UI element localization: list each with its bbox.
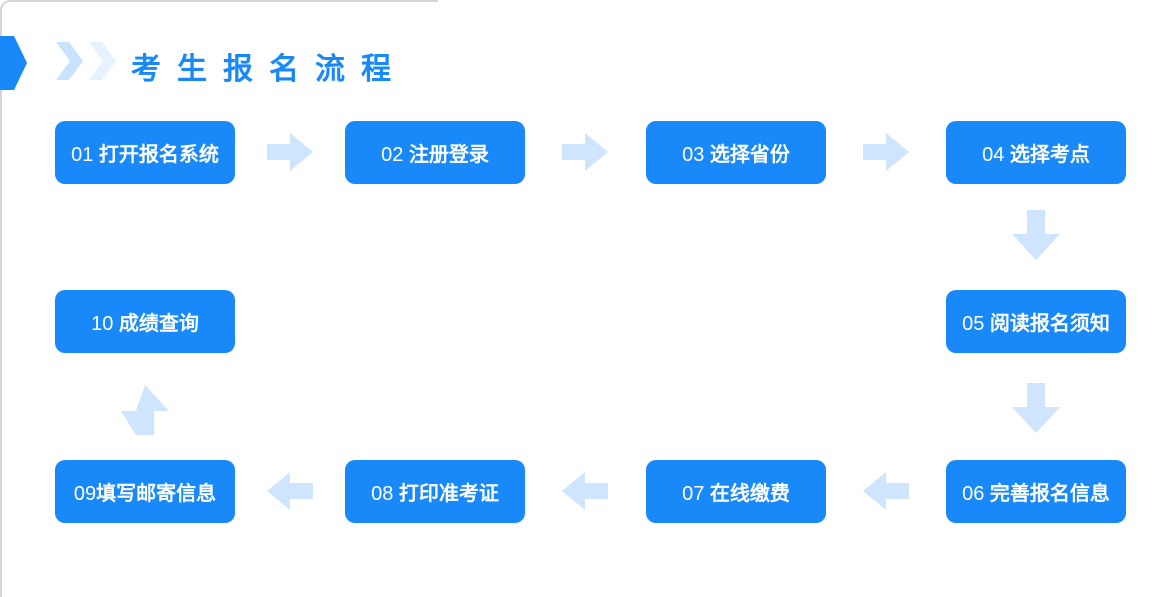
step-label: 打开报名系统: [98, 144, 219, 166]
step-text: 08 打印准考证: [371, 477, 499, 506]
step-number: 04: [982, 144, 1005, 166]
step-box-09: 09填写邮寄信息: [55, 460, 235, 523]
left-edge-arrow-icon: [0, 36, 27, 90]
arrow-right-icon: [562, 133, 608, 171]
arrow-up-icon: [121, 385, 169, 435]
step-label: 成绩查询: [118, 313, 199, 335]
step-text: 05 阅读报名须知: [962, 307, 1110, 336]
step-box-03: 03 选择省份: [646, 121, 826, 184]
step-label: 打印准考证: [398, 483, 499, 505]
step-number: 02: [381, 144, 404, 166]
arrow-left-icon: [562, 472, 608, 510]
step-label: 选择省份: [709, 144, 790, 166]
arrow-right-icon: [267, 133, 313, 171]
step-text: 06 完善报名信息: [962, 477, 1110, 506]
chevron-right-icon: [89, 42, 116, 80]
step-text: 04 选择考点: [982, 138, 1090, 167]
step-text: 10 成绩查询: [91, 307, 199, 336]
step-box-07: 07 在线缴费: [646, 460, 826, 523]
step-text: 02 注册登录: [381, 138, 489, 167]
step-number: 09: [73, 483, 97, 505]
step-number: 08: [371, 483, 394, 505]
step-number: 06: [962, 483, 985, 505]
step-label: 选择考点: [1009, 144, 1090, 166]
step-label: 在线缴费: [709, 483, 790, 505]
step-text: 09填写邮寄信息: [74, 477, 216, 506]
chevron-right-icon: [56, 42, 83, 80]
step-label: 填写邮寄信息: [96, 483, 217, 505]
step-text: 07 在线缴费: [682, 477, 790, 506]
page-title: 考生报名流程: [131, 53, 407, 86]
step-box-04: 04 选择考点: [946, 121, 1126, 184]
step-box-10: 10 成绩查询: [55, 290, 235, 353]
step-box-02: 02 注册登录: [345, 121, 525, 184]
step-box-05: 05 阅读报名须知: [946, 290, 1126, 353]
step-label: 完善报名信息: [989, 483, 1110, 505]
arrow-left-icon: [863, 472, 909, 510]
arrow-down-icon: [1012, 383, 1060, 433]
step-label: 注册登录: [408, 144, 489, 166]
step-number: 03: [682, 144, 705, 166]
step-box-01: 01 打开报名系统: [55, 121, 235, 184]
arrow-right-icon: [863, 133, 909, 171]
arrow-left-icon: [267, 472, 313, 510]
step-label: 阅读报名须知: [989, 313, 1110, 335]
step-number: 05: [962, 313, 985, 335]
step-text: 01 打开报名系统: [71, 138, 219, 167]
step-text: 03 选择省份: [682, 138, 790, 167]
step-number: 10: [91, 313, 114, 335]
step-box-08: 08 打印准考证: [345, 460, 525, 523]
arrow-down-icon: [1012, 210, 1060, 260]
step-number: 07: [682, 483, 705, 505]
step-number: 01: [71, 144, 94, 166]
step-box-06: 06 完善报名信息: [946, 460, 1126, 523]
